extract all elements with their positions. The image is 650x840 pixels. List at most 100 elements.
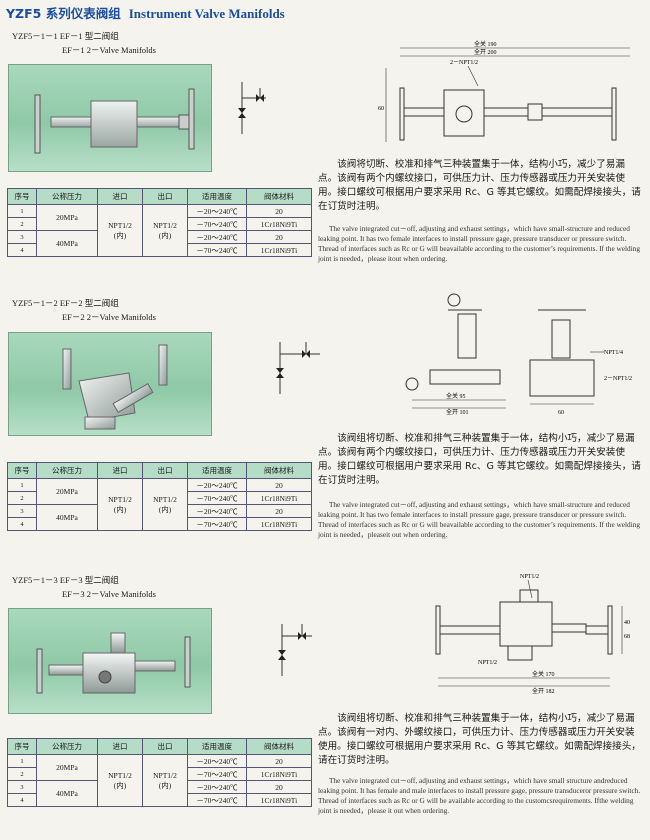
row-number: 3 (7, 780, 37, 794)
col-no: 序号 (7, 188, 37, 205)
page-title-cn: YZF5 系列仪表阀组 (6, 6, 121, 21)
section2-product-photo (8, 332, 212, 436)
s3-dim-callout2: NPT1/2 (478, 660, 497, 666)
table-row: 1 20MPa NPT1/2(内) NPT1/2(内) －20～240℃ 20 (7, 478, 312, 531)
pressure-cell: 40MPa (36, 230, 98, 257)
temp-cell: －20～240℃ (187, 780, 247, 794)
s3-dim-h2: 68 (624, 634, 630, 640)
pressure-cell: 40MPa (36, 504, 98, 531)
row-number: 2 (7, 491, 37, 505)
section3-product-photo (8, 608, 212, 714)
s3-dim-h1: 40 (624, 620, 630, 626)
row-number: 1 (7, 754, 37, 768)
temp-cell: －20～240℃ (187, 504, 247, 518)
s3-dim-open: 全开 182 (532, 687, 555, 695)
outlet-cell: NPT1/2(内) (142, 754, 188, 807)
col-temp: 适用温度 (187, 738, 247, 755)
section2-description-cn: 该阀组将切断、校准和排气三种装置集于一体，结构小巧，减少了易漏点。该阀有两个内螺… (318, 433, 641, 486)
inlet-type: (内) (113, 230, 127, 240)
section1-product-photo (8, 64, 212, 172)
temp-cell: －70～240℃ (187, 793, 247, 807)
table-row: 2 －70～240℃ 1Cr18Ni9Ti (7, 491, 312, 505)
material-cell: 20 (246, 780, 312, 794)
section2-dimension-drawing: NPT1/4 2－NPT1/2 全关 95 全开 101 60 (405, 293, 632, 416)
s2-dim-callout2: 2－NPT1/2 (604, 376, 632, 382)
material-cell: 1Cr18Ni9Ti (246, 243, 312, 257)
section1-model-en: EF－1 2－Valve Manifolds (62, 45, 156, 55)
pressure-cell: 40MPa (36, 780, 98, 807)
material-cell: 1Cr18Ni9Ti (246, 517, 312, 531)
col-outlet: 出口 (142, 462, 188, 479)
material-cell: 20 (246, 230, 312, 244)
table-row: 4 －70～240℃ 1Cr18Ni9Ti (7, 517, 312, 531)
col-temp: 适用温度 (187, 188, 247, 205)
section2-description-en: The valve integrated cut－off, adjusting … (318, 500, 641, 539)
outlet-thread: NPT1/2 (153, 220, 177, 230)
s2-dim-callout1: NPT1/4 (604, 350, 623, 356)
inlet-cell: NPT1/2(内) (97, 478, 143, 531)
table-row: 4 －70～240℃ 1Cr18Ni9Ti (7, 793, 312, 807)
table-row: 3 40MPa －20～240℃ 20 (7, 230, 312, 257)
s3-dim-closed: 全关 170 (532, 670, 555, 678)
col-outlet: 出口 (142, 738, 188, 755)
s1-dim-height: 60 (378, 106, 384, 112)
table-row: 4 －70～240℃ 1Cr18Ni9Ti (7, 243, 312, 257)
pressure-cell: 20MPa (36, 204, 98, 231)
material-cell: 20 (246, 478, 312, 492)
table-row: 1 20MPa NPT1/2(内) NPT1/2(内) －20～240℃ 20 (7, 754, 312, 807)
s2-dim-width: 60 (558, 410, 564, 416)
table-row: 1 20MPa NPT1/2(内) NPT1/2(内) －20～240℃ 20 (7, 204, 312, 257)
material-cell: 1Cr18Ni9Ti (246, 217, 312, 231)
material-cell: 20 (246, 204, 312, 218)
spec-table-header-row: 序号 公称压力 进口 出口 适用温度 阀体材料 (7, 188, 312, 205)
col-temp: 适用温度 (187, 462, 247, 479)
col-outlet: 出口 (142, 188, 188, 205)
row-number: 2 (7, 217, 37, 231)
inlet-thread: NPT1/2 (108, 220, 132, 230)
manifold-photo-3 (36, 632, 191, 694)
material-cell: 1Cr18Ni9Ti (246, 491, 312, 505)
section1-dimension-drawing: 全关 190 全开 200 2－NPT1/2 60 (378, 40, 630, 142)
row-number: 4 (7, 793, 37, 807)
pressure-cell: 20MPa (36, 754, 98, 781)
row-number: 3 (7, 230, 37, 244)
spec-table-header-row: 序号 公称压力 进口 出口 适用温度 阀体材料 (7, 738, 312, 755)
section1-model-cn: YZF5－1－1 EF－1 型二阀组 (12, 31, 119, 41)
inlet-cell: NPT1/2(内) (97, 204, 143, 257)
section1-description-en: The valve integrated cut－off, adjusting … (318, 224, 641, 263)
s2-dim-open: 全开 101 (446, 408, 469, 416)
s1-dim-closed: 全关 190 (474, 40, 497, 48)
section1-valve-symbol-icon (238, 82, 266, 134)
row-number: 1 (7, 478, 37, 492)
material-cell: 1Cr18Ni9Ti (246, 767, 312, 781)
pressure-cell: 20MPa (36, 478, 98, 505)
temp-cell: －20～240℃ (187, 754, 247, 768)
section3-description-en: The valve integrated cut－off, adjusting … (318, 776, 641, 815)
section3-model-en: EF－3 2－Valve Manifolds (62, 589, 156, 599)
manifold-photo-2 (62, 344, 168, 430)
inlet-type: (内) (113, 504, 127, 514)
row-number: 4 (7, 243, 37, 257)
manifold-photo-1 (34, 88, 195, 154)
s1-dim-open: 全开 200 (474, 48, 497, 56)
s2-dim-closed: 全关 95 (446, 392, 466, 400)
col-material: 阀体材料 (246, 462, 312, 479)
temp-cell: －70～240℃ (187, 517, 247, 531)
col-inlet: 进口 (97, 462, 143, 479)
section3-model-cn: YZF5－1－3 EF－3 型二阀组 (12, 575, 119, 585)
section3-description-cn: 该阀组将切断、校准和排气三种装置集于一体，结构小巧，减少了易漏点。该阀有一对内、… (318, 713, 641, 766)
section1-description-cn: 该阀将切断、校准和排气三种装置集于一体，结构小巧，减少了易漏点。该阀有两个内螺纹… (318, 159, 641, 212)
outlet-cell: NPT1/2(内) (142, 478, 188, 531)
row-number: 1 (7, 204, 37, 218)
row-number: 4 (7, 517, 37, 531)
row-number: 2 (7, 767, 37, 781)
material-cell: 1Cr18Ni9Ti (246, 793, 312, 807)
section2-model-en: EF－2 2－Valve Manifolds (62, 312, 156, 322)
temp-cell: －20～240℃ (187, 230, 247, 244)
outlet-cell: NPT1/2(内) (142, 204, 188, 257)
inlet-thread: NPT1/2 (108, 770, 132, 780)
inlet-cell: NPT1/2(内) (97, 754, 143, 807)
material-cell: 20 (246, 504, 312, 518)
col-no: 序号 (7, 462, 37, 479)
outlet-thread: NPT1/2 (153, 494, 177, 504)
